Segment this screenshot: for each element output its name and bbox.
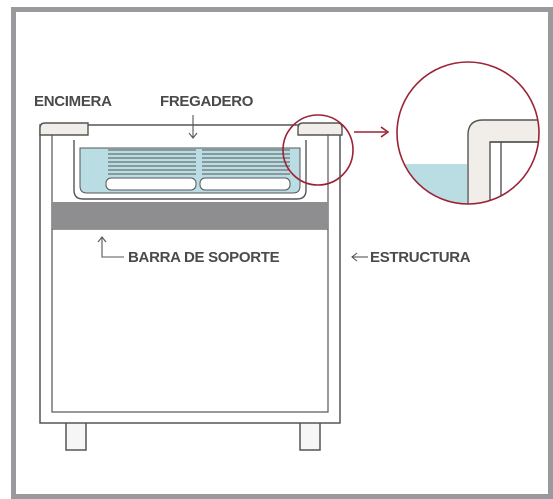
countertop-right <box>297 122 343 136</box>
cabinet-inner <box>51 228 329 413</box>
label-structure: ESTRUCTURA <box>370 249 471 266</box>
detail-highlight-circle <box>282 114 354 186</box>
label-countertop: ENCIMERA <box>34 93 112 110</box>
zoom-water <box>397 164 467 204</box>
drain-tray-right <box>199 177 291 191</box>
support-bar <box>52 202 328 229</box>
zoom-circle <box>396 61 540 205</box>
zoom-detail <box>397 62 539 204</box>
label-sink: FREGADERO <box>160 93 254 110</box>
countertop-left <box>39 122 89 136</box>
structure-pointer-arrow <box>351 252 368 262</box>
zoom-arrow-head <box>380 126 390 138</box>
sink-pointer-arrow <box>188 115 198 139</box>
drain-tray-left <box>105 177 197 191</box>
support-bar-pointer-arrow <box>97 236 124 258</box>
drain-grill-left <box>108 149 196 175</box>
label-support-bar: BARRA DE SOPORTE <box>128 249 280 266</box>
drain-grill-right <box>202 149 290 175</box>
